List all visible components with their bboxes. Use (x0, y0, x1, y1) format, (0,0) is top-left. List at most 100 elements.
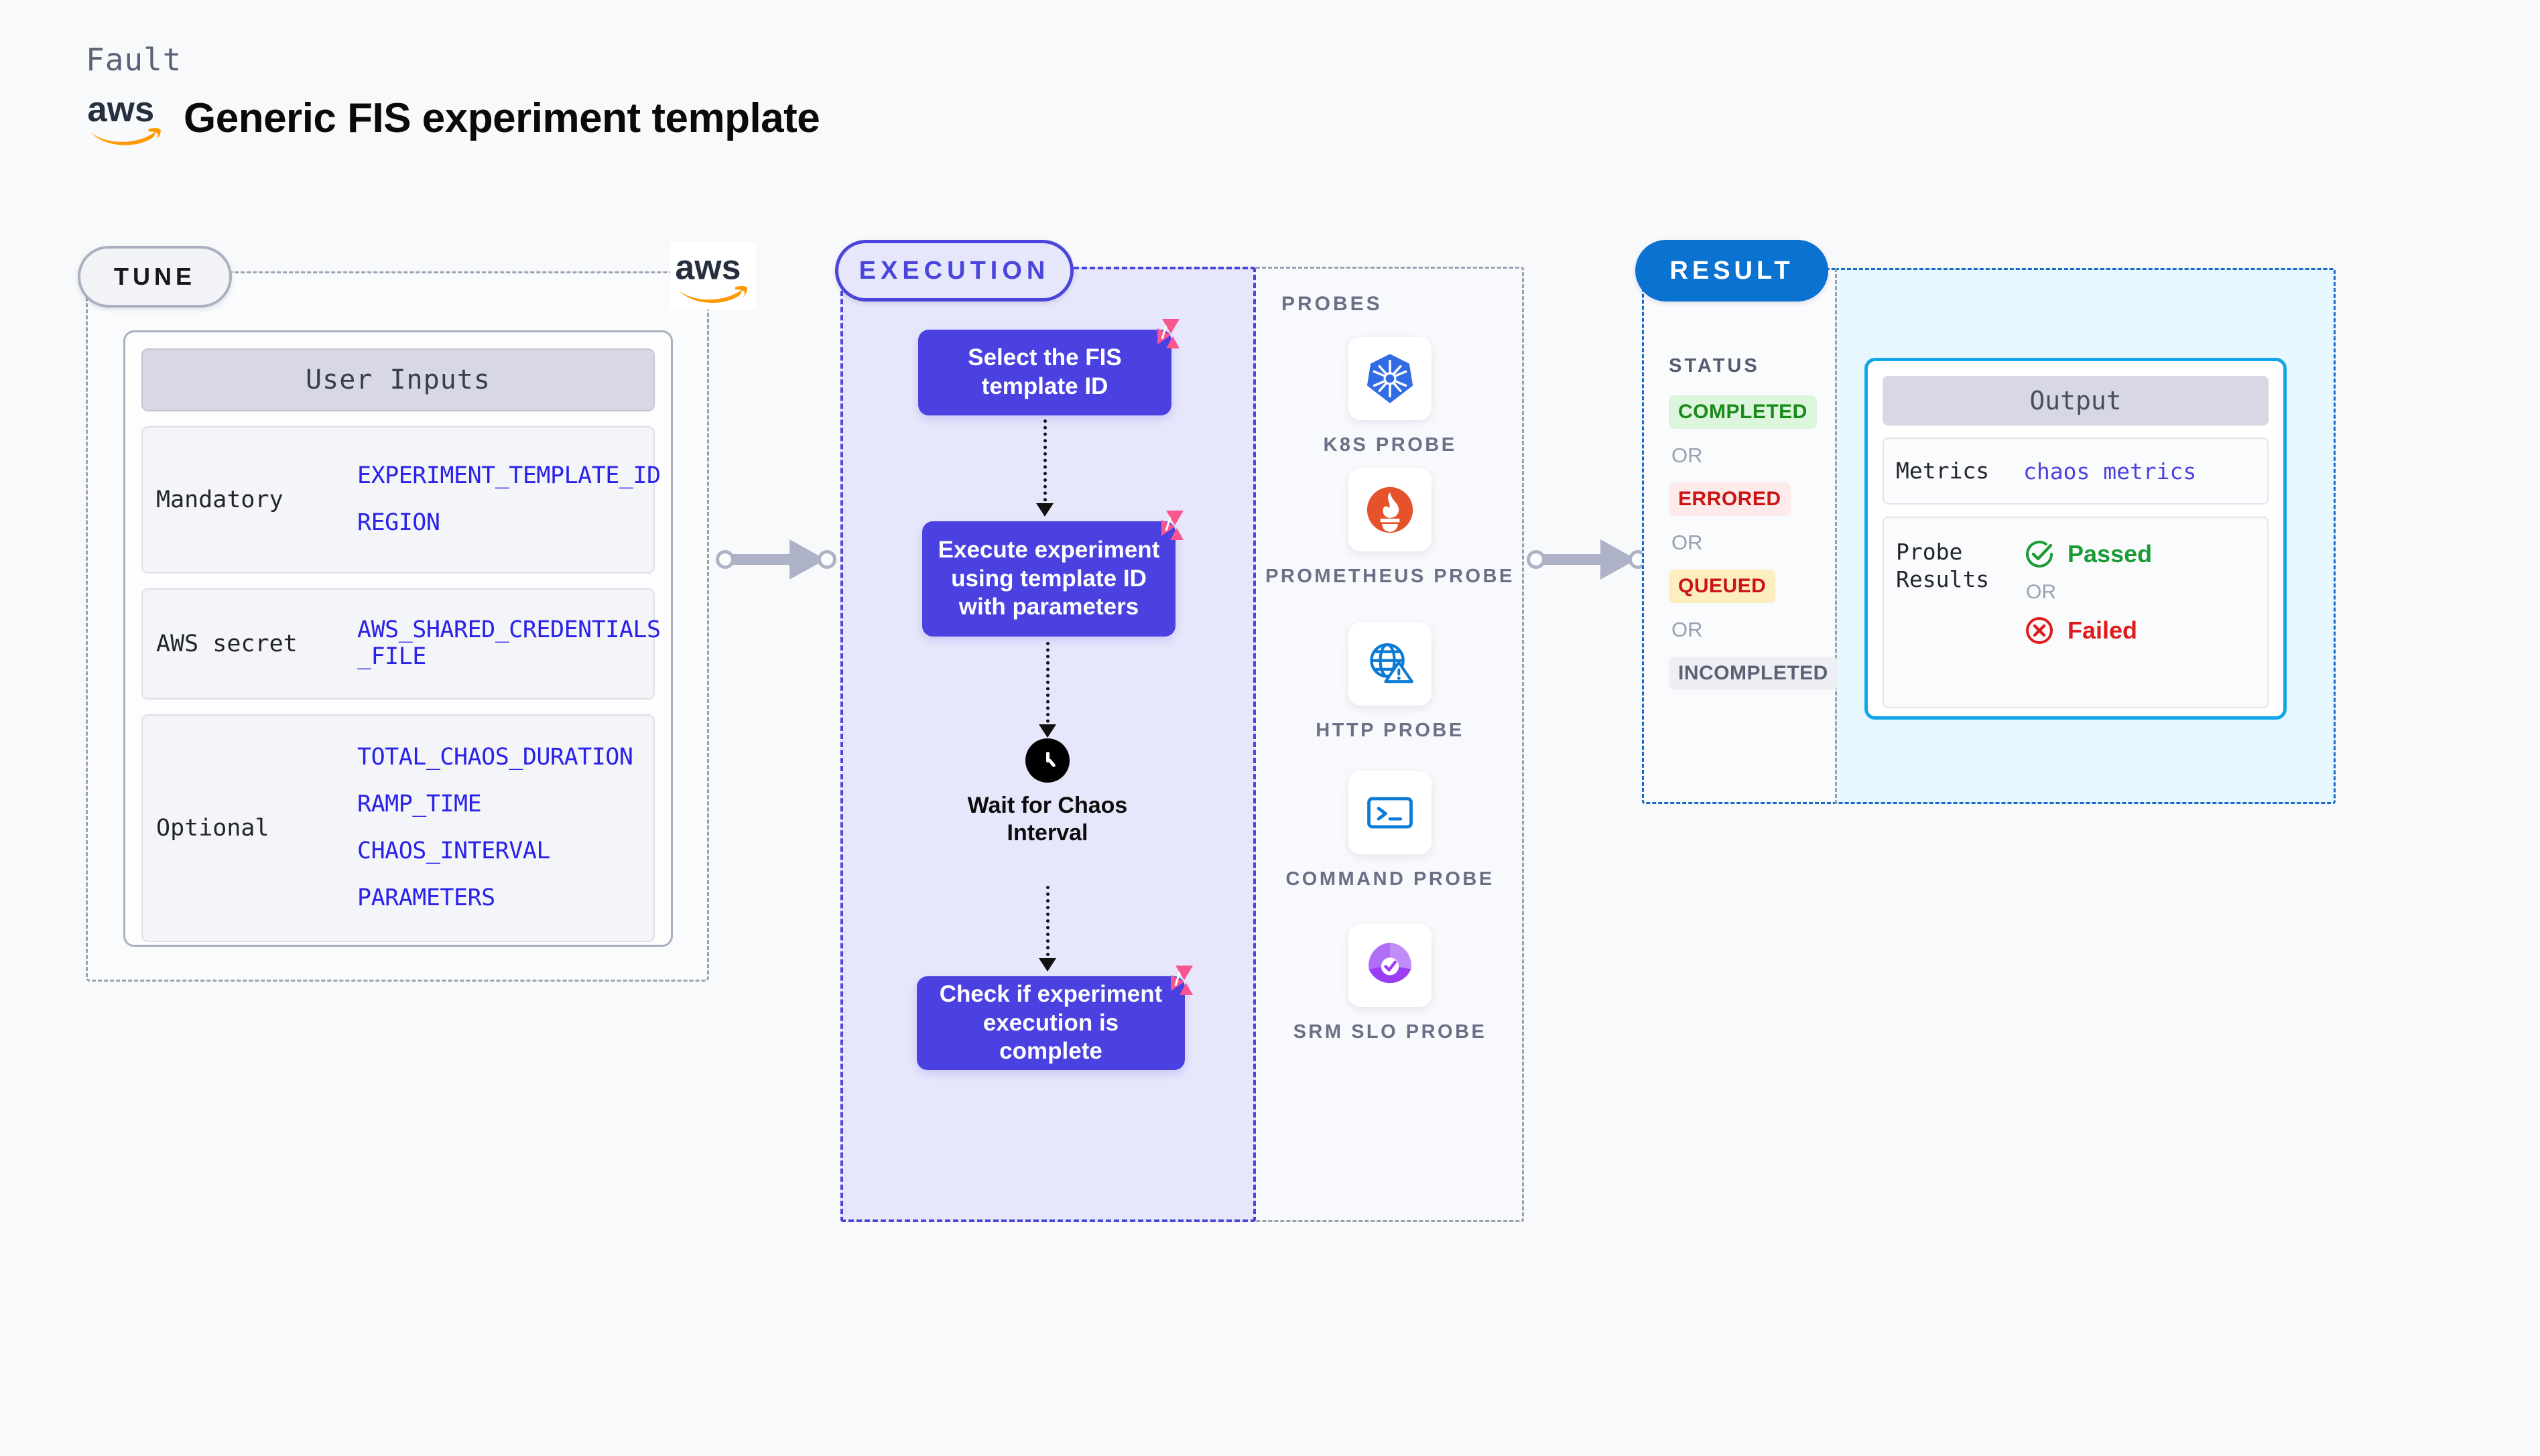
terminal-icon (1348, 771, 1432, 854)
probe-results-label: Probe Results (1896, 539, 1990, 593)
check-circle-icon (2023, 538, 2055, 570)
input-group-label: Mandatory (156, 486, 283, 513)
probe-item-http[interactable]: HTTP PROBE (1256, 622, 1524, 743)
input-group-label: Optional (156, 815, 269, 842)
step-label: Select the FIS template ID (968, 344, 1122, 399)
metrics-label: Metrics (1896, 458, 1990, 484)
step-label: Check if experiment execution is complet… (939, 980, 1163, 1065)
input-group-values: TOTAL_CHAOS_DURATION RAMP_TIME CHAOS_INT… (357, 744, 640, 912)
probe-label: K8S PROBE (1323, 434, 1457, 456)
result-status-column (1642, 268, 1835, 804)
title-row: aws Generic FIS experiment template (86, 87, 820, 149)
flow-arrow-1 (1036, 419, 1054, 517)
or-separator: OR (2026, 581, 2056, 603)
input-group-optional: Optional TOTAL_CHAOS_DURATION RAMP_TIME … (141, 714, 655, 942)
wait-node-label: Wait for Chaos Interval (967, 793, 1128, 846)
probe-item-command[interactable]: COMMAND PROBE (1256, 771, 1524, 892)
wait-for-chaos-interval-node: Wait for Chaos Interval (944, 738, 1151, 847)
execution-step-check-complete[interactable]: Check if experiment execution is complet… (917, 966, 1193, 1070)
output-card: Output Metrics chaos metrics Probe Resul… (1864, 358, 2287, 720)
clock-hand-hour (1046, 752, 1050, 763)
prometheus-icon (1348, 468, 1432, 551)
arrow-line (1043, 419, 1047, 515)
output-row-metrics: Metrics chaos metrics (1883, 438, 2269, 505)
result-pill: RESULT (1635, 240, 1828, 302)
param-chaos-interval: CHAOS_INTERVAL (357, 838, 551, 864)
user-inputs-title: User Inputs (141, 348, 655, 411)
arrow-head (1039, 724, 1056, 738)
x-circle-icon (2023, 614, 2055, 647)
input-group-values: EXPERIMENT_TEMPLATE_ID REGION (357, 462, 661, 537)
output-title: Output (1883, 376, 2269, 425)
clock-hand-minute (1047, 758, 1056, 768)
status-badge-queued: QUEUED (1669, 570, 1776, 603)
status-badge-errored: ERRORED (1669, 482, 1791, 516)
svg-text:aws: aws (675, 249, 741, 287)
page-title: Generic FIS experiment template (184, 94, 820, 141)
status-title: STATUS (1669, 355, 1760, 377)
tune-panel: TUNE User Inputs Mandatory EXPERIMENT_TE… (78, 246, 709, 982)
probe-label: SRM SLO PROBE (1293, 1021, 1487, 1043)
probe-results-values: Passed OR Failed (2023, 538, 2255, 647)
execution-panel: PROBES (835, 240, 1524, 1222)
tune-aws-logo-icon: aws (670, 243, 756, 310)
param-total-chaos-duration: TOTAL_CHAOS_DURATION (357, 744, 633, 771)
status-list: COMPLETED OR ERRORED OR QUEUED OR INCOMP… (1669, 395, 1838, 690)
or-separator: OR (1671, 531, 1703, 554)
param-ramp-time: RAMP_TIME (357, 791, 482, 818)
brand-fault-label: Fault (86, 42, 182, 78)
probes-column: PROBES (1256, 267, 1524, 1222)
probe-result-passed: Passed (2023, 538, 2255, 570)
user-inputs-card: User Inputs Mandatory EXPERIMENT_TEMPLAT… (123, 330, 673, 947)
execution-flow-column: Select the FIS template ID Execute exper… (840, 267, 1256, 1222)
arrow-line (1046, 642, 1050, 736)
status-badge-completed: COMPLETED (1669, 395, 1817, 429)
failed-label: Failed (2068, 616, 2138, 644)
probe-result-failed: Failed (2023, 614, 2255, 647)
input-group-values: AWS_SHARED_CREDENTIALS _FILE (357, 616, 661, 671)
connector-tune-to-execution (716, 539, 836, 580)
connector-start-dot (716, 550, 735, 569)
param-region: REGION (357, 509, 440, 536)
param-experiment-template-id: EXPERIMENT_TEMPLATE_ID (357, 462, 661, 490)
probe-label: HTTP PROBE (1316, 720, 1464, 741)
svg-text:aws: aws (87, 90, 154, 129)
execution-step-select-template[interactable]: Select the FIS template ID (918, 319, 1180, 415)
arrow-head (1036, 503, 1054, 517)
result-column-divider (1835, 268, 1837, 804)
probe-item-prometheus[interactable]: PROMETHEUS PROBE (1256, 468, 1524, 589)
http-globe-warning-icon (1348, 622, 1432, 706)
metrics-value: chaos metrics (2023, 458, 2197, 484)
probe-item-k8s[interactable]: K8S PROBE (1256, 337, 1524, 458)
probe-label: COMMAND PROBE (1285, 868, 1495, 890)
result-panel: STATUS COMPLETED OR ERRORED OR QUEUED OR… (1635, 240, 2336, 804)
output-row-probe-results: Probe Results Passed OR (1883, 517, 2269, 708)
probe-item-srm-slo[interactable]: SRM SLO PROBE (1256, 924, 1524, 1045)
param-aws-shared-credentials-file: AWS_SHARED_CREDENTIALS _FILE (357, 616, 661, 670)
probe-label: PROMETHEUS PROBE (1265, 566, 1515, 587)
execution-step-execute-experiment[interactable]: Execute experiment using template ID wit… (922, 511, 1184, 637)
kubernetes-icon (1348, 337, 1432, 420)
flow-arrow-3 (1039, 886, 1056, 972)
connector-execution-to-result (1527, 539, 1647, 580)
clock-icon (1025, 738, 1070, 783)
aws-logo-icon: aws (86, 87, 166, 149)
arrow-line (1046, 886, 1050, 970)
tune-pill: TUNE (78, 246, 232, 308)
param-parameters: PARAMETERS (357, 884, 495, 911)
or-separator: OR (1671, 618, 1703, 641)
passed-label: Passed (2068, 540, 2153, 568)
connector-start-dot (1527, 550, 1545, 569)
input-group-aws-secret: AWS secret AWS_SHARED_CREDENTIALS _FILE (141, 588, 661, 700)
probes-title: PROBES (1281, 293, 1383, 315)
arrow-head (1039, 958, 1056, 972)
flow-arrow-2 (1039, 642, 1056, 738)
srm-slo-icon (1348, 924, 1432, 1007)
execution-pill: EXECUTION (835, 240, 1074, 302)
or-separator: OR (1671, 444, 1703, 467)
status-badge-incompleted: INCOMPLETED (1669, 657, 1838, 690)
step-label: Execute experiment using template ID wit… (938, 536, 1160, 620)
input-group-mandatory: Mandatory EXPERIMENT_TEMPLATE_ID REGION (141, 426, 661, 574)
page-header: Fault aws Generic FIS experiment templat… (86, 42, 820, 149)
